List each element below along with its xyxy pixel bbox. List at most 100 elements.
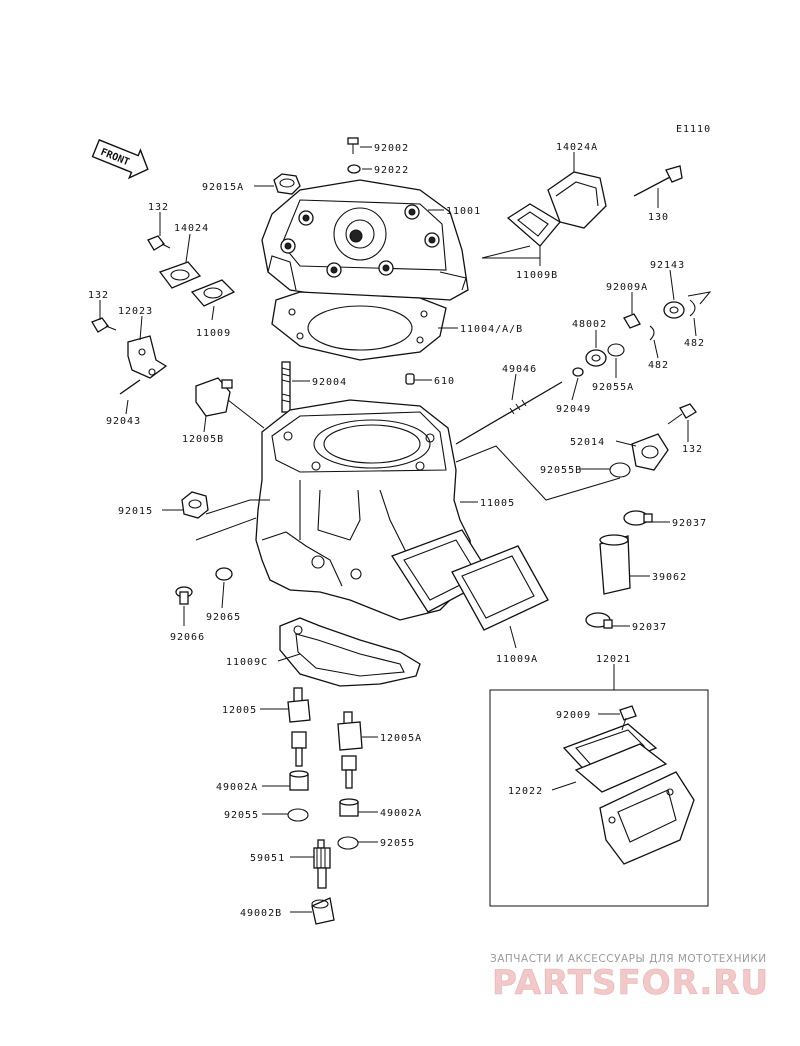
label-482-a: 482 [648, 360, 669, 371]
oring-92055B [609, 462, 631, 478]
label-49002A-left: 49002A [216, 782, 258, 793]
clip-482-b [689, 299, 696, 317]
label-92004: 92004 [312, 377, 347, 388]
leader-lines [99, 146, 712, 913]
part-labels: 92002 92022 92015A 11001 14024A 130 132 … [88, 142, 707, 919]
gasket-14024 [158, 261, 202, 289]
label-92002: 92002 [374, 143, 409, 154]
label-12023: 12023 [118, 306, 153, 317]
diagram-code: E1110 [676, 124, 711, 135]
label-52014: 52014 [570, 437, 605, 448]
label-12021: 12021 [596, 654, 631, 665]
label-92015: 92015 [118, 506, 153, 517]
dowel-610 [405, 373, 415, 385]
label-11009: 11009 [196, 328, 231, 339]
screw-92009 [619, 705, 637, 731]
label-12005A: 12005A [380, 733, 422, 744]
label-59051: 59051 [250, 853, 285, 864]
label-92065: 92065 [206, 612, 241, 623]
seal-48002 [585, 349, 607, 367]
label-49046: 49046 [502, 364, 537, 375]
oring-92055-left [287, 808, 309, 822]
label-12005B: 12005B [182, 434, 224, 445]
front-arrow-icon: FRONT [91, 139, 149, 180]
fitting-12005B [195, 377, 233, 417]
base-gasket-11009C [279, 617, 421, 687]
label-92022: 92022 [374, 165, 409, 176]
clip-482-a [649, 325, 655, 341]
label-11001: 11001 [446, 206, 481, 217]
label-610: 610 [434, 376, 455, 387]
washer-92022 [347, 164, 361, 174]
head-gasket-11004 [271, 291, 447, 361]
label-130: 130 [648, 212, 669, 223]
stud-92004 [281, 361, 291, 413]
label-48002: 48002 [572, 319, 607, 330]
rod-49046 [455, 381, 563, 445]
watermark-tagline: ЗАПЧАСТИ И АКСЕССУАРЫ ДЛЯ МОТОТЕХНИКИ [490, 953, 767, 965]
nut-92015A [273, 173, 301, 195]
watermark: ЗАПЧАСТИ И АКСЕССУАРЫ ДЛЯ МОТОТЕХНИКИ PA… [490, 953, 769, 1003]
label-11009B: 11009B [516, 270, 558, 281]
reed-gaskets-11009A [391, 529, 549, 631]
cap-49002B [311, 897, 335, 925]
label-11009A: 11009A [496, 654, 538, 665]
label-92143: 92143 [650, 260, 685, 271]
label-92043: 92043 [106, 416, 141, 427]
bolt-130 [633, 165, 683, 197]
label-132-a: 132 [148, 202, 169, 213]
label-14024A: 14024A [556, 142, 598, 153]
clamp-92037-a [623, 510, 653, 526]
label-11009C: 11009C [226, 657, 268, 668]
shaft-12005 [287, 687, 311, 767]
label-92037-a: 92037 [672, 518, 707, 529]
label-49002A-right: 49002A [380, 808, 422, 819]
nut-92015 [181, 491, 209, 519]
clamp-92037-b [585, 612, 613, 629]
pin-92043 [119, 379, 141, 395]
bolt-132-b [91, 317, 117, 333]
washer-92143 [663, 301, 685, 319]
label-92009A: 92009A [606, 282, 648, 293]
label-39062: 39062 [652, 572, 687, 583]
bolt-92002 [347, 137, 359, 154]
label-132-b: 132 [88, 290, 109, 301]
gear-59051 [313, 839, 331, 889]
bolt-132-c [667, 403, 697, 425]
gasket-11009 [190, 279, 236, 307]
cylinder-head [261, 179, 469, 301]
label-92055-right: 92055 [380, 838, 415, 849]
oring-92055A [607, 343, 625, 357]
label-11005: 11005 [480, 498, 515, 509]
bolt-92009A [623, 313, 641, 329]
bolt-132-a [147, 235, 171, 251]
hose-39062 [599, 534, 631, 595]
watermark-brand: PARTSFOR.RU [492, 963, 769, 1003]
washer-92049 [572, 367, 584, 377]
label-12022: 12022 [508, 786, 543, 797]
label-482-b: 482 [684, 338, 705, 349]
reed-valve-12022 [562, 723, 668, 793]
label-92009: 92009 [556, 710, 591, 721]
label-12005: 12005 [222, 705, 257, 716]
label-92055B: 92055B [540, 465, 582, 476]
reed-valve-box [489, 689, 709, 907]
label-49002B: 49002B [240, 908, 282, 919]
label-92055-left: 92055 [224, 810, 259, 821]
label-92055A: 92055A [592, 382, 634, 393]
label-11004: 11004/A/B [460, 324, 523, 335]
seal-49002A-right [339, 798, 359, 817]
label-92037-b: 92037 [632, 622, 667, 633]
reed-block-12021 [599, 771, 695, 865]
gasket-11009B [506, 203, 561, 247]
oring-92055-right [337, 836, 359, 850]
seal-49002A-left [289, 770, 309, 791]
label-132-c: 132 [682, 444, 703, 455]
bolt-92066 [175, 586, 193, 605]
fitting-52014 [631, 433, 669, 471]
label-14024: 14024 [174, 223, 209, 234]
label-92049: 92049 [556, 404, 591, 415]
shaft-12005A [337, 711, 363, 789]
washer-92065 [215, 567, 233, 581]
